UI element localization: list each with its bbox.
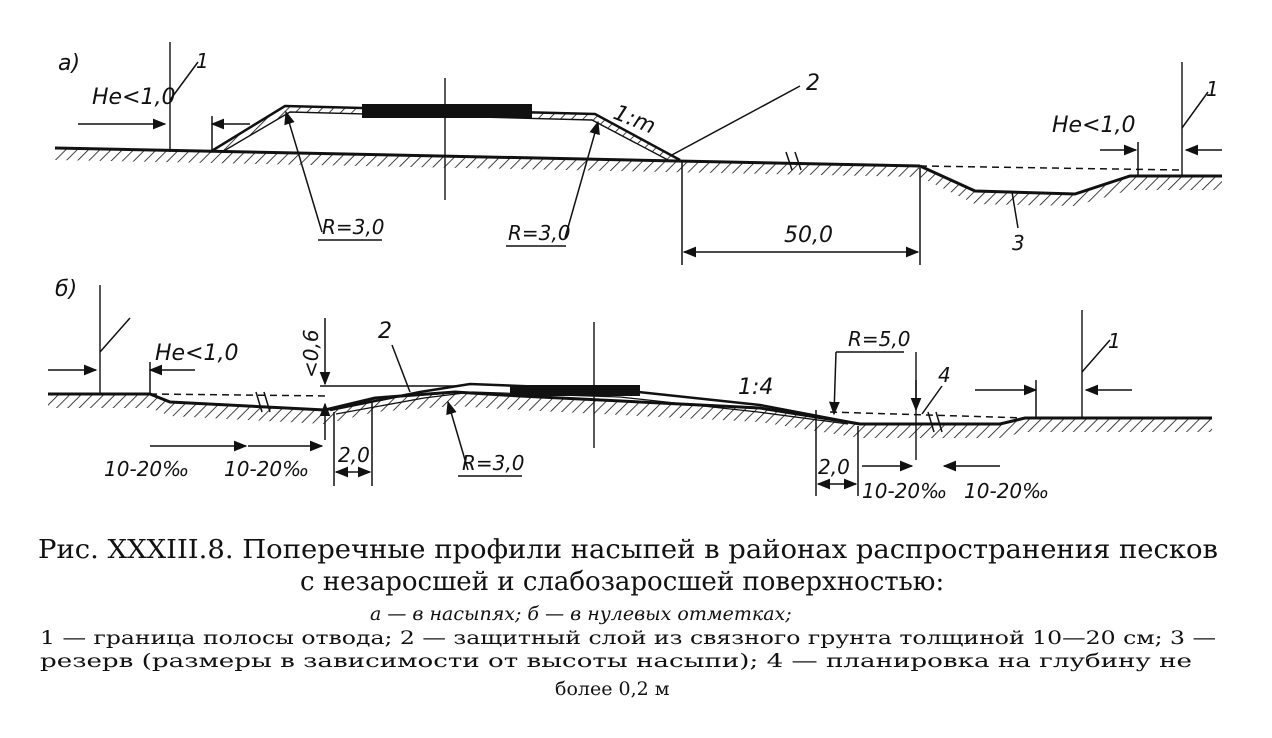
pavement-a [362,104,532,118]
diagram-b-label: б) [55,277,77,302]
callout-b-left-leader [99,317,131,353]
grade-label-1: 10-20‰ [104,457,189,481]
pavement-b [510,385,640,396]
dim-label-b-right: 2,0 [818,455,850,479]
callout-2-leader-a [669,85,801,157]
reserve-pit-line [919,164,1222,196]
dim-label-a: 50,0 [784,223,833,248]
ground-dash-a [919,165,1181,171]
callout-2-leader-b [391,344,411,393]
diagram-b: б) Hе<1,0 <0,6 2 R=3,0 [48,277,1212,503]
he-label-b-left: Hе<1,0 [155,341,239,366]
radius-leader-b-right [828,351,840,416]
ground-dash-b-right [829,411,1026,419]
break-mark-b-left [255,391,271,413]
grade-label-3: 10-20‰ [862,479,947,503]
caption: Рис. XXXIII.8. Поперечные профили насыпе… [38,535,1218,700]
callout-2-b: 2 [378,319,392,344]
radius-leader-b-left [446,400,469,471]
he-label-a-right: Hе<1,0 [1052,113,1136,138]
radius-leader-a-right [564,120,600,239]
caption-legend-ab: а — в насыпях; б — в нулевых отметках; [370,603,792,625]
depth-label-b: <0,6 [299,329,323,378]
dim-label-b-left: 2,0 [338,443,370,467]
callout-1-right: 1 [1206,77,1219,101]
callout-1-leader-b [1081,339,1111,373]
break-mark-b-right [927,411,943,433]
callout-3: 3 [1012,231,1025,255]
caption-title-line1: Рис. XXXIII.8. Поперечные профили насыпе… [38,535,1218,565]
break-mark-a [785,151,802,171]
callout-4: 4 [938,363,951,387]
caption-legend-line3: более 0,2 м [555,678,670,700]
caption-legend-line1: 1 — граница полосы отвода; 2 — защитный … [40,627,1216,649]
callout-1-leader-left [169,61,199,101]
radius-label-a-left: R=3,0 [322,215,384,239]
ground-hatch-a-left [55,148,920,177]
callout-3-leader [1011,191,1019,229]
ground-line-b [48,390,1212,426]
radius-label-b-right: R=5,0 [848,327,910,351]
radius-leader-a-left [284,110,323,233]
callout-2-a: 2 [806,71,820,96]
grade-label-4: 10-20‰ [964,479,1049,503]
caption-title-line2: с незаросшей и слабозаросшей поверхность… [300,567,944,597]
diagram-a-label: а) [58,51,80,76]
callout-1-leader-right [1181,91,1209,129]
ground-dash-b [149,393,331,397]
grade-label-2: 10-20‰ [224,457,309,481]
diagram-a: а) 1 Hе<1,0 R=3,0 R=3,0 [54,42,1222,265]
ground-hatch-b [48,392,1212,438]
slope-label-b: 1:4 [738,375,773,400]
he-label-a-left: Hе<1,0 [92,85,176,110]
reserve-hatch [920,165,1222,206]
callout-1-b: 1 [1108,329,1121,353]
ground-line-a [54,146,921,168]
callout-4-leader [921,385,943,415]
radius-label-b-left: R=3,0 [462,451,524,475]
radius-label-a-right: R=3,0 [508,221,570,245]
caption-legend-line2: резерв (размеры в зависимости от высоты … [40,650,1192,672]
callout-1-left: 1 [196,49,209,73]
